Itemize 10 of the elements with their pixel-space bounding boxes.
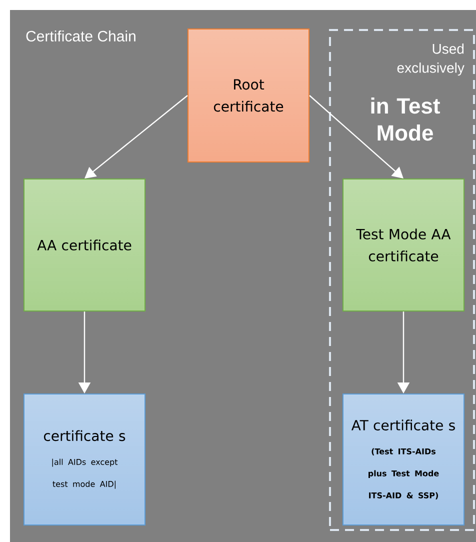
certificate-box: certificate s |all AIDs except test mode AID|	[24, 394, 146, 526]
zone-note: Used exclusively	[397, 44, 464, 76]
arrow	[84, 95, 188, 178]
certificate-box: Test Mode AA certificate	[342, 178, 464, 312]
zone-heading: in Test Mode	[371, 98, 440, 141]
certificate-box: AA certificate	[24, 178, 146, 312]
arrow	[309, 95, 404, 178]
certificate-box: AT certificate s (Test ITS-AIDs plus Test Mode ITS-AID & SSP)	[342, 394, 464, 526]
panel-title: Certificate Chain	[26, 30, 136, 42]
certificate-box: Root certificate	[188, 28, 310, 162]
